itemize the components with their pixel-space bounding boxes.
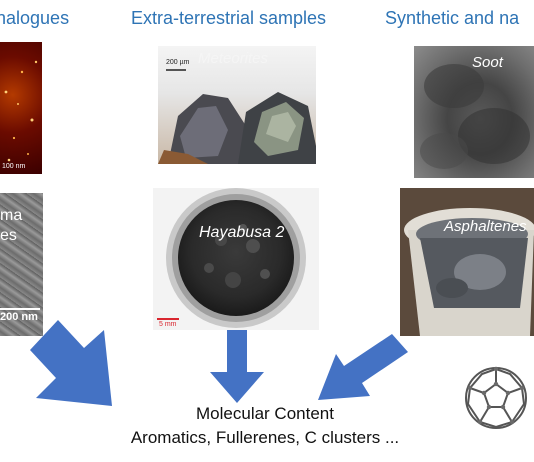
arrow-center bbox=[210, 330, 264, 403]
soot-label: Soot bbox=[472, 54, 503, 71]
hayabusa-label: Hayabusa 2 bbox=[199, 224, 285, 241]
asphaltenes-image: Asphaltenes bbox=[400, 188, 534, 336]
afm-scale-label: 100 nm bbox=[2, 163, 26, 170]
fullerene-icon bbox=[465, 366, 527, 429]
header-extra-terrestrial: Extra-terrestrial samples bbox=[131, 8, 327, 28]
hayabusa-image: Hayabusa 2 5 mm bbox=[153, 188, 319, 330]
plasma-label-line1: ma bbox=[0, 207, 23, 224]
afm-image: 100 nm bbox=[0, 42, 42, 174]
arrow-right bbox=[318, 334, 408, 400]
plasma-label-line2: es bbox=[0, 227, 17, 244]
meteorites-scale-label: 200 µm bbox=[166, 59, 190, 66]
soot-image: Soot bbox=[414, 46, 534, 178]
plasma-scale-label: 200 nm bbox=[0, 311, 38, 323]
output-subtitle: Aromatics, Fullerenes, C clusters ... bbox=[130, 428, 400, 447]
header-synthetic: Synthetic and na bbox=[385, 8, 520, 28]
plasma-sem-image: ma es 200 nm bbox=[0, 193, 43, 336]
meteorites-image: Meteorites 200 µm bbox=[158, 46, 316, 164]
header-analogues: nalogues bbox=[0, 8, 70, 28]
output-title: Molecular Content bbox=[196, 404, 334, 423]
arrow-left bbox=[30, 320, 112, 406]
asphaltenes-label: Asphaltenes bbox=[444, 218, 527, 235]
meteorites-label: Meteorites bbox=[198, 50, 269, 67]
hayabusa-scale-label: 5 mm bbox=[159, 321, 177, 328]
